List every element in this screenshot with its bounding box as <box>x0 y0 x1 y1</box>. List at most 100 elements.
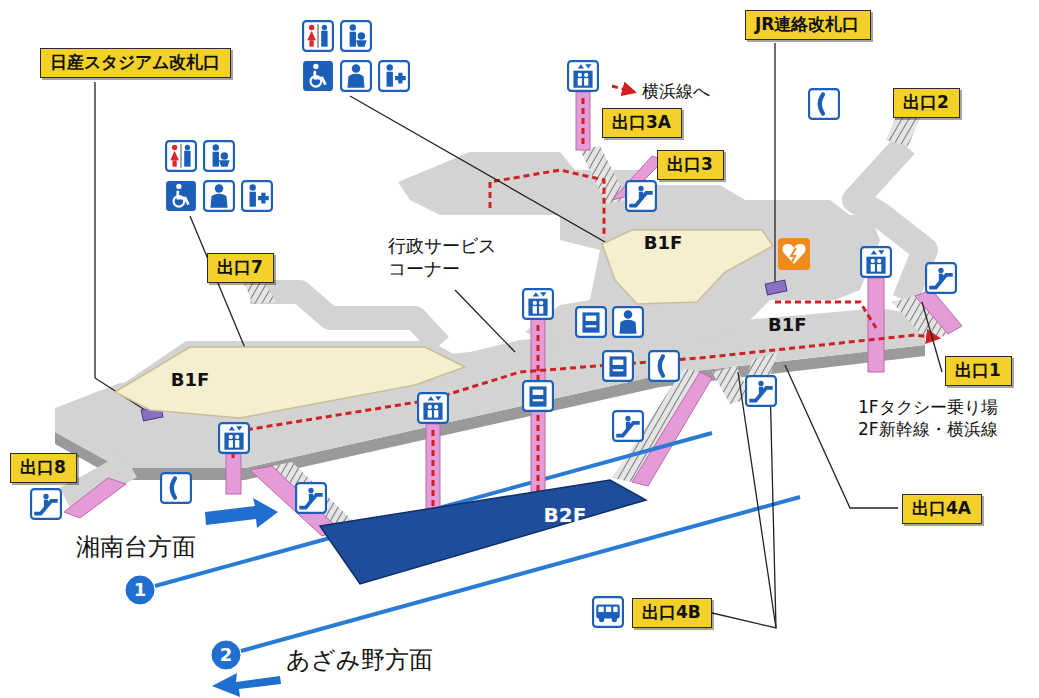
connection-note: 1Fタクシー乗り場 2F新幹線・横浜線 <box>858 396 1030 440</box>
leader-line <box>738 372 776 628</box>
exit-label: 日産スタジアム改札口 <box>40 48 231 78</box>
aed-ground <box>778 238 810 270</box>
aed-icon <box>778 238 810 270</box>
floor-area: B1F <box>115 343 470 421</box>
ostomate-icon <box>379 61 409 91</box>
escalator <box>64 478 126 518</box>
facility-name: 行政サービス コーナー <box>388 234 523 281</box>
leader-lines <box>95 43 942 628</box>
floor-corridor <box>855 145 925 300</box>
exit-label: JR連絡改札口 <box>745 10 871 40</box>
direction-arrow <box>212 673 281 697</box>
elevator-shaft <box>576 92 590 150</box>
elevator-icon <box>861 247 891 277</box>
aed-heart <box>783 244 806 264</box>
line-number-text: 2 <box>220 645 233 665</box>
ticket-machine-icon <box>603 351 633 381</box>
exit-name: 出口3A <box>612 112 671 132</box>
barrier-free-route <box>233 86 938 540</box>
direction-name: 湘南台方面 <box>76 532 196 563</box>
route-path <box>490 170 604 238</box>
leader-line <box>455 290 515 352</box>
elevator-icon <box>523 289 553 319</box>
floor-name: B1F <box>768 313 807 336</box>
exit-name: 出口4A <box>912 498 971 518</box>
exit-label: 出口7 <box>207 253 274 283</box>
person-icon <box>204 181 234 211</box>
exit-name: JR連絡改札口 <box>755 14 859 34</box>
floor-area-shape <box>115 343 470 421</box>
exit-label: 出口3 <box>657 150 724 180</box>
elevator-icon <box>418 393 448 423</box>
exit-label: 出口3A <box>602 108 682 138</box>
ticket-gate <box>765 280 787 295</box>
direction-arrow <box>205 498 278 528</box>
person-icon <box>341 61 371 91</box>
escalator-icon <box>626 181 656 211</box>
elevator-shaft <box>531 318 545 520</box>
exit-name: 出口4B <box>642 602 701 622</box>
stairs <box>244 282 276 304</box>
elevator-shaft <box>868 278 884 372</box>
floor-area-outline <box>602 230 773 304</box>
leader-line <box>708 382 776 628</box>
phone-icon <box>161 473 191 503</box>
bus-icon <box>593 597 623 627</box>
staff-icon <box>613 307 643 337</box>
direction-note: 横浜線へ <box>642 80 710 102</box>
line-number-circle <box>126 576 154 604</box>
escalator-icon <box>746 376 776 406</box>
route-arrow <box>612 86 634 92</box>
phone-icon <box>649 351 679 381</box>
exit-name: 日産スタジアム改札口 <box>50 52 220 72</box>
exit-name: 出口7 <box>217 257 263 277</box>
exit-label: 出口8 <box>10 453 77 483</box>
line-number-circle <box>212 641 240 669</box>
ticket-machine-icon <box>576 307 606 337</box>
line-number: 1 <box>125 575 155 605</box>
elevator-icon <box>568 61 598 91</box>
ostomate-icon <box>242 181 272 211</box>
floor-corridor <box>250 292 440 345</box>
toilet-icon <box>166 141 196 171</box>
platform-area-shape <box>318 478 650 588</box>
floor-name: B1F <box>171 369 210 391</box>
escalator-icon <box>613 411 643 441</box>
line-number-text: 1 <box>134 580 147 600</box>
exit-label: 出口2 <box>893 88 960 118</box>
phone-icon <box>809 89 839 119</box>
exit-name: 出口2 <box>903 92 949 112</box>
wheelchair-icon <box>303 61 333 91</box>
aed-bolt <box>791 248 796 262</box>
exit-label: 出口1 <box>945 356 1012 386</box>
floor-name: B1F <box>644 232 683 254</box>
elevator-shaft <box>226 454 241 494</box>
platform-area: B2F <box>318 478 650 588</box>
exit-label: 出口4A <box>902 494 982 524</box>
leader-line <box>774 43 775 282</box>
route-path <box>537 325 540 505</box>
leader-line <box>922 302 942 372</box>
floor-area: B1F <box>597 228 775 306</box>
exit-name: 出口8 <box>20 457 66 477</box>
escalator-icon <box>926 263 956 293</box>
floor-name: B2F <box>544 503 587 527</box>
line-number: 2 <box>211 640 241 670</box>
wheelchair-icon <box>166 181 196 211</box>
exit-name: 出口3 <box>667 154 713 174</box>
leader-line <box>95 82 148 412</box>
exit-label: 出口4B <box>632 598 712 628</box>
floor-area-shape <box>597 228 775 306</box>
exit-name: 出口1 <box>955 360 1001 380</box>
escalator-icon <box>296 483 326 513</box>
escalator-icon <box>31 489 61 519</box>
route-path <box>582 98 585 146</box>
baby-icon <box>341 21 371 51</box>
escalator <box>915 290 962 334</box>
floor-plate <box>55 308 925 468</box>
elevator-icon <box>523 381 553 411</box>
baby-icon <box>204 141 234 171</box>
direction-name: あざみ野方面 <box>286 645 433 676</box>
